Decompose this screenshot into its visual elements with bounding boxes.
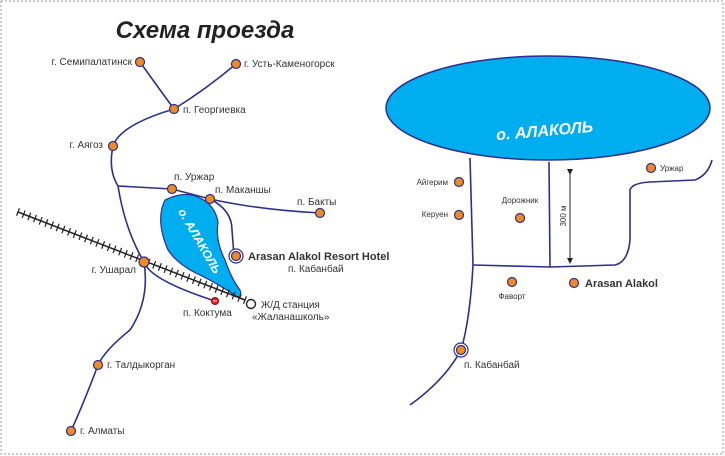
detail-places: Айгерим Керуен Дорожник Уржар Фаворт Ara… (417, 162, 684, 371)
detail-roads (409, 157, 713, 406)
place-marker (107, 140, 119, 152)
place-label: Айгерим (417, 178, 448, 187)
place-marker (204, 193, 216, 205)
place-label: Фаворт (498, 292, 525, 301)
place-label: Дорожник (502, 196, 539, 205)
place-label: п. Маканшы (215, 185, 271, 196)
place-label: г. Усть-Каменогорск (244, 59, 335, 70)
place-label: г. Талдыкорган (107, 360, 175, 371)
distance-label: 300 м (559, 205, 568, 226)
place-marker (645, 162, 657, 174)
place-label: п. Георгиевка (183, 105, 246, 116)
place-label: Керуен (422, 210, 448, 219)
place-marker (230, 58, 242, 70)
overview-places: г. Семипалатинск г. Усть-Каменогорск п. … (52, 56, 389, 437)
place-marker (506, 276, 518, 288)
station-marker (245, 298, 257, 310)
place-label: п. Кабанбай (288, 263, 344, 275)
place-label: г. Алматы (80, 426, 124, 437)
hotel-marker (230, 250, 242, 262)
place-label: Уржар (660, 164, 684, 173)
place-label: п. Коктума (183, 308, 232, 319)
place-marker (65, 425, 77, 437)
place-marker (453, 209, 465, 221)
station-name: «Жаланашколь» (252, 312, 330, 323)
hotel-label: Arasan Alakol Resort Hotel (248, 251, 389, 263)
place-label: г. Аягоз (69, 140, 103, 151)
place-label: п. Уржар (174, 172, 215, 183)
place-label: п. Кабанбай (464, 359, 520, 371)
hotel-marker (568, 277, 580, 289)
page-title: Схема проезда (116, 17, 295, 44)
place-marker (314, 207, 326, 219)
lake-alakol-detail (385, 55, 711, 161)
place-label: г. Ушарал (92, 265, 137, 276)
place-marker (453, 176, 465, 188)
place-marker (168, 103, 180, 115)
kabanbay-marker (455, 344, 467, 356)
place-label: г. Семипалатинск (52, 57, 133, 68)
place-marker (134, 56, 146, 68)
place-marker (166, 183, 178, 195)
station-label: Ж/Д станция (261, 300, 320, 311)
place-marker (92, 359, 104, 371)
hotel-label: Arasan Alakol (585, 278, 658, 290)
place-label: п. Бакты (297, 197, 336, 208)
place-marker (514, 212, 526, 224)
place-marker (138, 256, 150, 268)
